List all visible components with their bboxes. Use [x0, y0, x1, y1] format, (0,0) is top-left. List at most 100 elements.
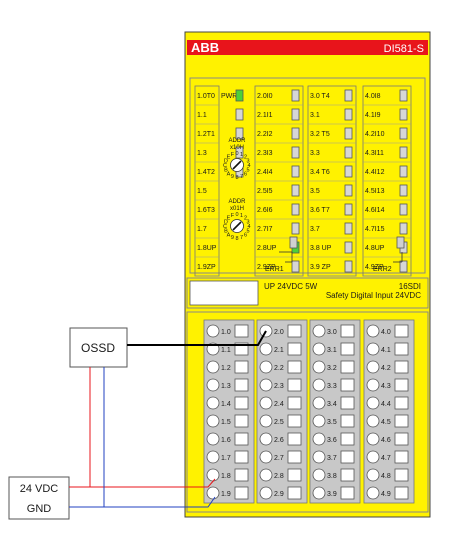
rotary-pointer [232, 160, 242, 170]
terminal-screw[interactable] [206, 450, 220, 464]
terminal-wire-slot[interactable] [394, 342, 409, 356]
terminal-screw[interactable] [206, 486, 220, 500]
led-indicator-off [291, 165, 300, 178]
terminal-wire-slot[interactable] [287, 360, 302, 374]
led-panel [189, 77, 426, 274]
terminal-screw[interactable] [312, 378, 326, 392]
led-column-5: 4.0I84.1I94.2I104.3I114.4I124.5I134.6I14… [362, 85, 412, 277]
rotary-digit: 3 [247, 219, 250, 225]
terminal-wire-slot[interactable] [287, 414, 302, 428]
terminal-wire-slot[interactable] [394, 486, 409, 500]
terminal-wire-slot[interactable] [234, 324, 249, 338]
terminal-label: 3.3 [327, 383, 337, 390]
led-indicator-off [291, 222, 300, 235]
terminal-screw[interactable] [366, 414, 380, 428]
terminal-wire-slot[interactable] [340, 342, 355, 356]
terminal-screw[interactable] [206, 468, 220, 482]
terminal-screw[interactable] [206, 432, 220, 446]
terminal-screw[interactable] [366, 468, 380, 482]
terminal-wire-slot[interactable] [234, 360, 249, 374]
terminal-screw[interactable] [366, 378, 380, 392]
led-column-4: 3.0 T43.13.2 T53.33.4 T63.53.6 T73.73.8 … [307, 85, 357, 277]
terminal-screw[interactable] [259, 342, 273, 356]
terminal-wire-slot[interactable] [287, 432, 302, 446]
terminal-screw[interactable] [259, 486, 273, 500]
terminal-screw[interactable] [206, 378, 220, 392]
terminal-wire-slot[interactable] [340, 432, 355, 446]
terminal-wire-slot[interactable] [287, 468, 302, 482]
terminal-wire-slot[interactable] [287, 342, 302, 356]
terminal-screw[interactable] [312, 324, 326, 338]
terminal-wire-slot[interactable] [287, 324, 302, 338]
led-indicator-off [344, 108, 353, 121]
terminal-wire-slot[interactable] [340, 468, 355, 482]
terminal-screw[interactable] [206, 360, 220, 374]
terminal-wire-slot[interactable] [234, 450, 249, 464]
rotary-digit: C [223, 163, 227, 169]
terminal-screw[interactable] [312, 396, 326, 410]
rotary-switch-sublabel: x01H [230, 206, 244, 212]
terminal-wire-slot[interactable] [394, 396, 409, 410]
terminal-screw[interactable] [366, 486, 380, 500]
terminal-screw[interactable] [259, 378, 273, 392]
terminal-screw[interactable] [312, 486, 326, 500]
terminal-wire-slot[interactable] [287, 396, 302, 410]
terminal-screw[interactable] [366, 324, 380, 338]
terminal-wire-slot[interactable] [340, 414, 355, 428]
terminal-screw[interactable] [366, 396, 380, 410]
terminal-wire-slot[interactable] [340, 324, 355, 338]
terminal-wire-slot[interactable] [287, 450, 302, 464]
terminal-screw[interactable] [206, 324, 220, 338]
terminal-screw[interactable] [259, 468, 273, 482]
terminal-screw[interactable] [206, 414, 220, 428]
terminal-screw[interactable] [259, 432, 273, 446]
terminal-wire-slot[interactable] [234, 432, 249, 446]
terminal-wire-slot[interactable] [234, 396, 249, 410]
terminal-wire-slot[interactable] [394, 450, 409, 464]
terminal-wire-slot[interactable] [340, 486, 355, 500]
terminal-screw[interactable] [312, 414, 326, 428]
terminal-screw[interactable] [259, 450, 273, 464]
terminal-label: 4.9 [381, 491, 391, 498]
terminal-wire-slot[interactable] [394, 324, 409, 338]
terminal-screw[interactable] [312, 468, 326, 482]
terminal-wire-slot[interactable] [287, 378, 302, 392]
terminal-wire-slot[interactable] [234, 378, 249, 392]
terminal-screw[interactable] [312, 450, 326, 464]
terminal-wire-slot[interactable] [394, 468, 409, 482]
led-label: 4.7I15 [365, 226, 385, 233]
terminal-column-3: 3.03.13.23.33.43.53.63.73.83.9 [309, 319, 361, 504]
terminal-screw[interactable] [366, 342, 380, 356]
terminal-wire-slot[interactable] [340, 378, 355, 392]
terminal-screw[interactable] [312, 432, 326, 446]
terminal-screw[interactable] [259, 396, 273, 410]
terminal-screw[interactable] [366, 432, 380, 446]
terminal-screw[interactable] [366, 360, 380, 374]
terminal-wire-slot[interactable] [234, 468, 249, 482]
terminal-wire-slot[interactable] [394, 360, 409, 374]
terminal-screw[interactable] [366, 450, 380, 464]
terminal-screw[interactable] [259, 360, 273, 374]
terminal-label: 3.7 [327, 455, 337, 462]
terminal-screw[interactable] [312, 360, 326, 374]
terminal-wire-slot[interactable] [287, 486, 302, 500]
rotary-digit: 8 [235, 175, 238, 181]
rotary-digit: 6 [244, 232, 247, 238]
terminal-wire-slot[interactable] [394, 432, 409, 446]
terminal-screw[interactable] [206, 396, 220, 410]
terminal-wire-slot[interactable] [234, 414, 249, 428]
terminal-label: 1.6 [221, 437, 231, 444]
terminal-label: 1.2 [221, 365, 231, 372]
terminal-wire-slot[interactable] [340, 360, 355, 374]
terminal-wire-slot[interactable] [340, 450, 355, 464]
led-label: PWR [221, 93, 237, 100]
terminal-wire-slot[interactable] [340, 396, 355, 410]
terminal-wire-slot[interactable] [394, 378, 409, 392]
terminal-screw[interactable] [259, 414, 273, 428]
terminal-wire-slot[interactable] [394, 414, 409, 428]
terminal-screw[interactable] [312, 342, 326, 356]
terminal-label: 1.3 [221, 383, 231, 390]
terminal-wire-slot[interactable] [234, 486, 249, 500]
